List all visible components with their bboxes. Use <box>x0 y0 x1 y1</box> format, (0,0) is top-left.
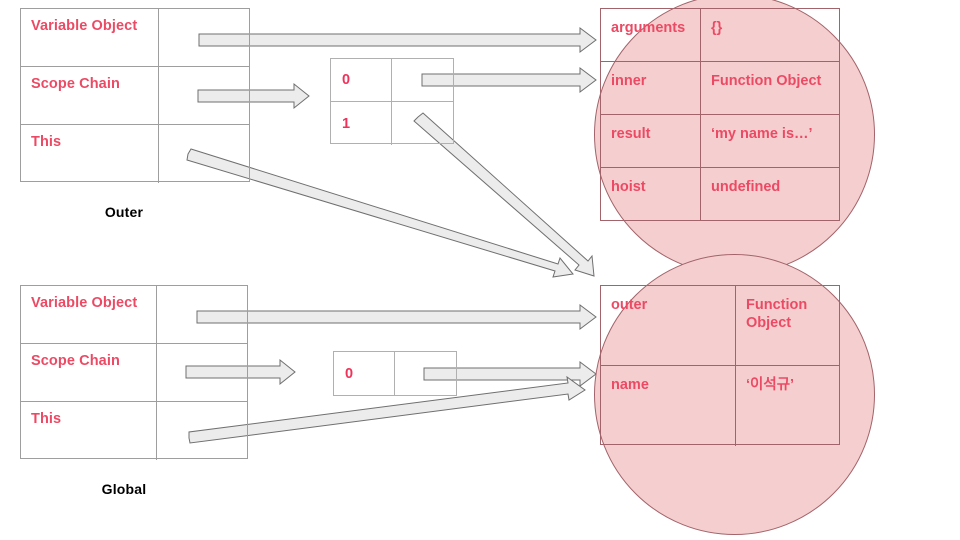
global-value-this[interactable] <box>157 402 247 460</box>
global-chain-slot-0[interactable] <box>395 352 456 395</box>
outer-label-scope-chain: Scope Chain <box>21 67 159 124</box>
outer-object-value-hoist: undefined <box>711 179 781 195</box>
global-row-variable-object[interactable]: Variable Object <box>21 286 247 344</box>
outer-value-variable-object[interactable] <box>159 9 249 66</box>
outer-chain-slot-1[interactable] <box>392 102 453 145</box>
outer-chain-index-0: 0 <box>331 59 392 101</box>
global-object-value-outer: Function Object <box>746 297 808 332</box>
global-object-key-outer: outer <box>601 286 736 365</box>
outer-object-row-hoist[interactable]: hoist undefined <box>601 168 839 221</box>
outer-chain-slot-0[interactable] <box>392 59 453 101</box>
global-object-key-name: name <box>601 366 736 446</box>
global-object-table: outer Function Object name ‘이석규’ <box>600 285 840 446</box>
outer-object-key-inner: inner <box>601 62 701 114</box>
outer-object-value-arguments: {} <box>711 20 723 36</box>
outer-scope-chain-table: 0 1 <box>330 58 454 145</box>
global-value-scope-chain[interactable] <box>157 344 247 401</box>
global-context-caption: Global <box>101 481 147 497</box>
global-row-scope-chain[interactable]: Scope Chain <box>21 344 247 402</box>
arrow-global-vo-to-object <box>196 304 597 330</box>
outer-chain-row-0[interactable]: 0 <box>331 59 453 102</box>
outer-object-table: arguments {} inner Function Object resul… <box>600 8 840 221</box>
global-chain-row-0[interactable]: 0 <box>334 352 456 395</box>
outer-context-caption: Outer <box>104 204 144 220</box>
outer-value-this[interactable] <box>159 125 249 183</box>
global-object-value-name: ‘이석규’ <box>746 377 795 393</box>
global-context-table: Variable Object Scope Chain This <box>20 285 248 460</box>
outer-object-row-inner[interactable]: inner Function Object <box>601 62 839 115</box>
global-object-row-name[interactable]: name ‘이석규’ <box>601 366 839 446</box>
global-value-variable-object[interactable] <box>157 286 247 343</box>
outer-label-this: This <box>21 125 159 183</box>
global-object-row-outer[interactable]: outer Function Object <box>601 286 839 366</box>
global-label-variable-object: Variable Object <box>21 286 157 343</box>
outer-object-value-result: ‘my name is…’ <box>711 126 813 142</box>
global-chain-index-0: 0 <box>334 352 395 395</box>
outer-chain-row-1[interactable]: 1 <box>331 102 453 145</box>
outer-object-row-arguments[interactable]: arguments {} <box>601 9 839 62</box>
outer-row-scope-chain[interactable]: Scope Chain <box>21 67 249 125</box>
outer-value-scope-chain[interactable] <box>159 67 249 124</box>
outer-object-row-result[interactable]: result ‘my name is…’ <box>601 115 839 168</box>
outer-object-key-hoist: hoist <box>601 168 701 221</box>
outer-object-value-inner: Function Object <box>711 73 822 89</box>
outer-object-key-arguments: arguments <box>601 9 701 61</box>
global-row-this[interactable]: This <box>21 402 247 460</box>
outer-context-table: Variable Object Scope Chain This <box>20 8 250 183</box>
outer-label-variable-object: Variable Object <box>21 9 159 66</box>
outer-object-key-result: result <box>601 115 701 167</box>
outer-row-variable-object[interactable]: Variable Object <box>21 9 249 67</box>
outer-row-this[interactable]: This <box>21 125 249 183</box>
arrow-outer-vo-to-object <box>198 27 597 53</box>
global-scope-chain-table: 0 <box>333 351 457 396</box>
outer-object-blob <box>594 0 875 275</box>
global-label-scope-chain: Scope Chain <box>21 344 157 401</box>
global-label-this: This <box>21 402 157 460</box>
global-object-blob <box>594 254 875 535</box>
outer-chain-index-1: 1 <box>331 102 392 145</box>
